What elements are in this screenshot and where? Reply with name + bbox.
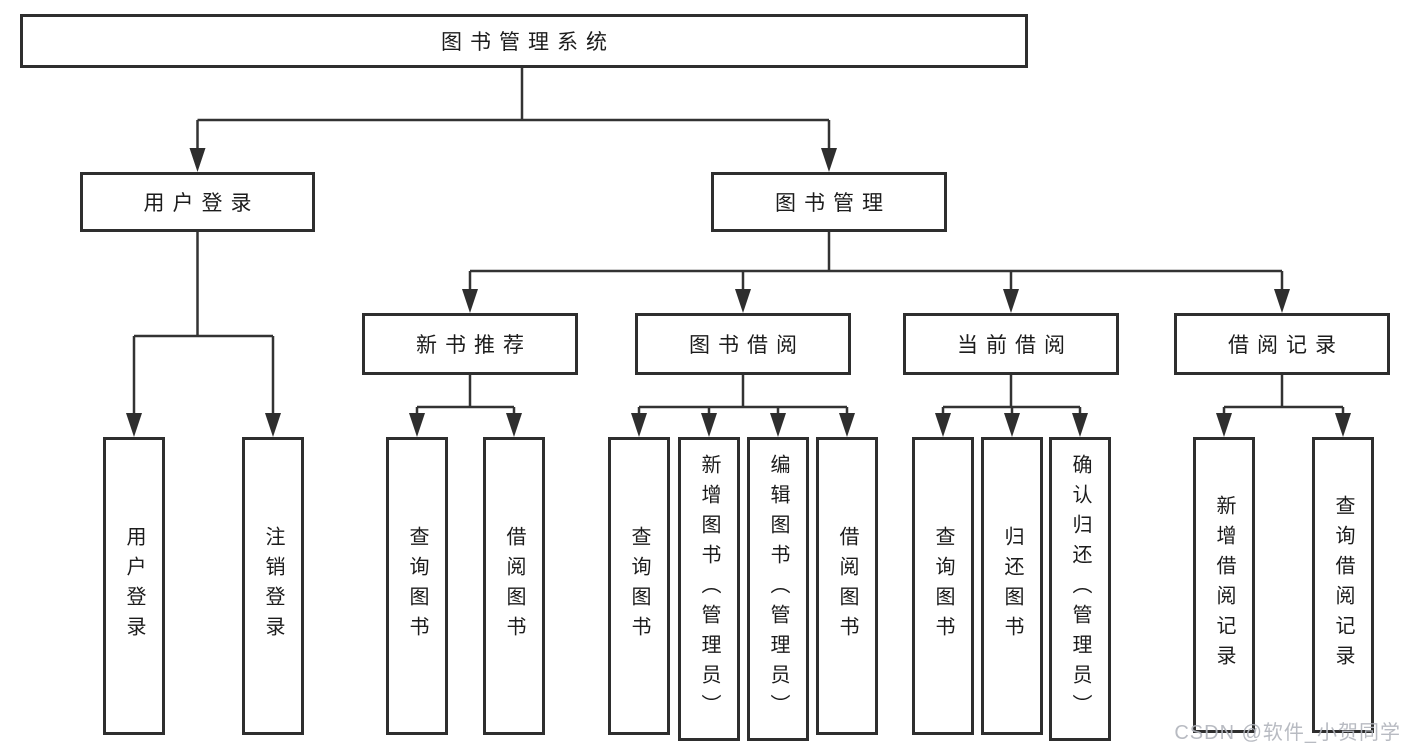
node-borrow-records: 借阅记录 xyxy=(1174,313,1390,375)
leaf-records-query-record: 查询借阅记录 xyxy=(1312,437,1374,733)
connector-new-book-children xyxy=(415,375,516,416)
arrowhead-bb-edit xyxy=(770,413,786,437)
leaf-newbook-query-books: 查询图书 xyxy=(386,437,448,735)
arrowhead-bb-borrow xyxy=(839,413,855,437)
leaf-borrow-edit-books-admin: 编辑图书（管理员） xyxy=(747,437,809,741)
leaf-borrow-borrow-books: 借阅图书 xyxy=(816,437,878,735)
node-book-management: 图书管理 xyxy=(711,172,947,232)
arrowhead-br-add xyxy=(1216,413,1232,437)
leaf-current-confirm-return-admin: 确认归还（管理员） xyxy=(1049,437,1111,741)
arrowhead-nb-borrow xyxy=(506,413,522,437)
leaf-borrow-query-books: 查询图书 xyxy=(608,437,670,735)
leaf-current-query-books: 查询图书 xyxy=(912,437,974,735)
arrowhead-leaf-logout xyxy=(265,413,281,437)
arrowhead-book-borrow xyxy=(735,289,751,313)
leaf-newbook-borrow-books: 借阅图书 xyxy=(483,437,545,735)
arrowhead-book-management xyxy=(821,148,837,172)
arrowhead-leaf-login xyxy=(126,413,142,437)
connector-current-borrow-children xyxy=(941,375,1082,416)
arrowhead-current-borrow xyxy=(1003,289,1019,313)
connector-borrow-records-children xyxy=(1222,375,1345,416)
connector-user-login-children xyxy=(132,232,275,416)
node-book-borrow: 图书借阅 xyxy=(635,313,851,375)
leaf-current-return-books: 归还图书 xyxy=(981,437,1043,735)
leaf-logout: 注销登录 xyxy=(242,437,304,735)
arrowhead-bb-add xyxy=(701,413,717,437)
arrowhead-br-query xyxy=(1335,413,1351,437)
connector-root-to-level2 xyxy=(196,68,831,152)
arrowhead-user-login xyxy=(189,148,206,172)
arrowhead-borrow-records xyxy=(1274,289,1290,313)
arrowhead-new-book xyxy=(462,289,478,313)
node-current-borrow: 当前借阅 xyxy=(903,313,1119,375)
leaf-records-add-record: 新增借阅记录 xyxy=(1193,437,1255,733)
arrowhead-cb-query xyxy=(935,413,951,437)
leaf-user-login: 用户登录 xyxy=(103,437,165,735)
node-user-login: 用户登录 xyxy=(80,172,315,232)
arrowhead-nb-query xyxy=(409,413,425,437)
node-root-system: 图书管理系统 xyxy=(20,14,1028,68)
connector-book-borrow-children xyxy=(637,375,849,416)
arrowhead-bb-query xyxy=(631,413,647,437)
arrowhead-cb-return xyxy=(1004,413,1020,437)
connector-book-management-children xyxy=(468,232,1284,292)
leaf-borrow-add-books-admin: 新增图书（管理员） xyxy=(678,437,740,741)
arrowhead-cb-confirm xyxy=(1072,413,1088,437)
node-new-book-recommend: 新书推荐 xyxy=(362,313,578,375)
csdn-watermark: CSDN @软件_小贺同学 xyxy=(1174,722,1401,744)
